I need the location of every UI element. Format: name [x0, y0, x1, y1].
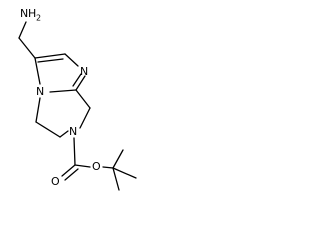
bond-cq-me-top — [112, 149, 124, 169]
amine-n-label: N — [20, 7, 28, 20]
bond-c8a-n4 — [49, 89, 77, 93]
bond-c8-c8a — [75, 89, 91, 109]
bond-amine-ch2 — [18, 21, 27, 39]
amine-group-label: N H 2 — [20, 7, 41, 23]
bond-cq-me-right — [112, 167, 137, 179]
bond-n7-c8 — [79, 107, 91, 129]
bond-cq-me-bottom — [112, 167, 120, 191]
bond-carbonyl-c-o-double — [64, 168, 79, 181]
piperazine-n-label: N — [69, 125, 77, 138]
bond-c3-c2-double — [37, 58, 64, 63]
atom-layer: N H 2 N N N O O — [20, 7, 101, 188]
bond-carbonyl-c-o — [61, 164, 76, 177]
amine-h-label: H — [28, 7, 36, 20]
bond-c6-n7 — [59, 130, 69, 138]
imidazole-n-label: N — [80, 65, 88, 78]
bond-ch2-c3 — [18, 37, 36, 59]
bond-n1-c8a-double — [72, 73, 82, 87]
bond-layer — [18, 21, 137, 191]
ester-o-label: O — [92, 160, 101, 173]
bond-n4-c3 — [34, 57, 41, 85]
bond-c2-n1 — [64, 53, 79, 67]
amine-h-subscript: 2 — [36, 14, 41, 23]
bond-n7-carbonyl-c — [73, 137, 76, 166]
bond-n4-c5 — [35, 97, 41, 123]
bond-c5-c6 — [35, 121, 61, 138]
carbonyl-o-label: O — [51, 175, 60, 188]
bond-carbonyl-c-ester-o — [74, 164, 91, 168]
molecule-structure: N H 2 N N N O O — [18, 7, 137, 191]
bond-n1-c8a — [75, 75, 86, 91]
bond-ester-o-cq — [102, 166, 114, 169]
bridge-n-label: N — [36, 85, 44, 98]
bond-c3-c2 — [34, 53, 66, 59]
